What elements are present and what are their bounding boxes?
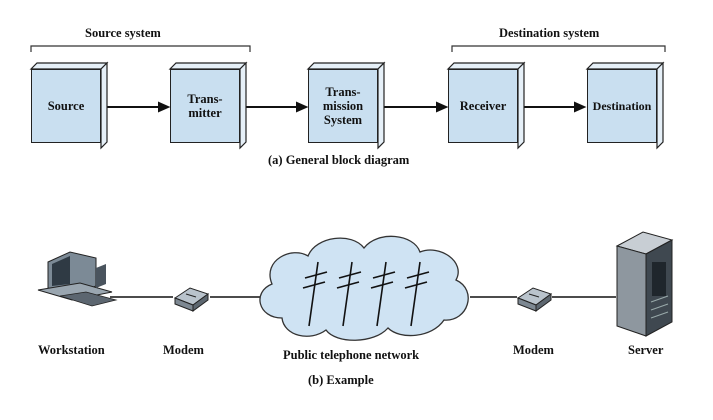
destination-system-label: Destination system xyxy=(499,26,600,40)
modem-left-icon xyxy=(173,287,210,312)
source-system-label: Source system xyxy=(85,26,161,40)
network-cloud xyxy=(259,235,469,341)
modem-right-icon xyxy=(516,287,553,312)
receiver-block: Receiver xyxy=(448,63,524,143)
source-block: Source xyxy=(31,63,107,143)
modem-right-label: Modem xyxy=(513,343,554,357)
source-block-label: Source xyxy=(47,99,85,113)
transmitter-block-label: Trans- mitter xyxy=(187,92,223,120)
transmitter-block: Trans- mitter xyxy=(170,63,246,143)
caption-a: (a) General block diagram xyxy=(268,153,410,167)
destination-block: Destination xyxy=(587,63,663,143)
caption-b: (b) Example xyxy=(308,373,374,387)
server-icon xyxy=(615,231,674,337)
modem-left-label: Modem xyxy=(163,343,204,357)
server-label: Server xyxy=(628,343,664,357)
transmission-system-block-label: Trans- mission System xyxy=(322,85,364,127)
workstation-icon xyxy=(37,251,118,307)
telephone-poles xyxy=(302,261,430,327)
source-system-brace xyxy=(30,45,251,52)
network-label: Public telephone network xyxy=(283,348,420,362)
destination-block-label: Destination xyxy=(592,99,652,113)
workstation-label: Workstation xyxy=(38,343,105,357)
receiver-block-label: Receiver xyxy=(459,99,507,113)
transmission-system-block: Trans- mission System xyxy=(308,63,384,143)
destination-system-brace xyxy=(451,45,666,52)
